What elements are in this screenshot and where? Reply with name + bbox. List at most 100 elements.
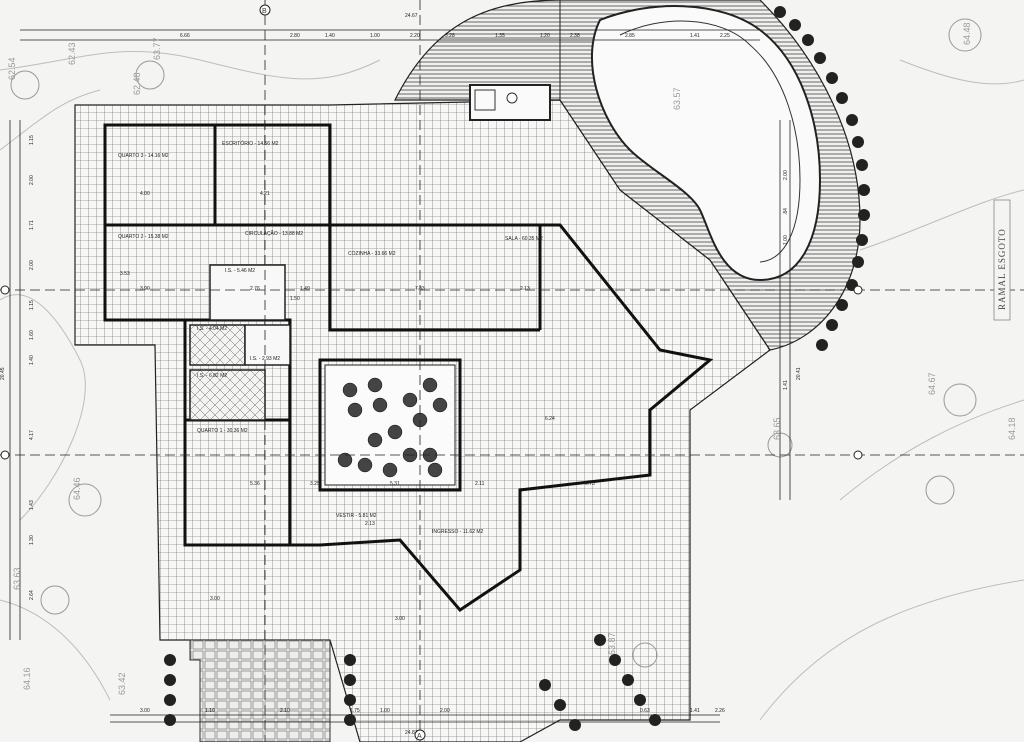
bathrooms: [189, 264, 291, 421]
right-dimension: 2.00: [783, 170, 789, 180]
room-is-293-label: I.S. - 2.93 M2: [250, 356, 280, 362]
room-ingresso-label: INGRESSO - 11.62 M2: [432, 529, 484, 535]
top-dimension: 1.41: [690, 33, 700, 39]
room-is-682-label: I.S. - 6.82 M2: [197, 373, 227, 379]
top-dimension: 3.28: [445, 33, 455, 39]
bottom-dimension: 0.63: [640, 708, 650, 714]
right-dimension: 1.41: [783, 380, 789, 390]
contour-elevation-label: 63.87: [607, 632, 617, 655]
contour-elevation-label: 63.42: [117, 672, 127, 695]
section-mark-b-top: B: [262, 8, 267, 15]
top-dimension: 1.00: [370, 33, 380, 39]
bottom-dimension: 3.00: [140, 708, 150, 714]
room-quarto2-label: QUARTO 2 - 15.38 M2: [118, 234, 169, 240]
ramal-esgoto-label: RAMAL ESGOTO: [997, 228, 1007, 310]
left-dimension: 2.00: [29, 260, 35, 270]
room-quarto1-label: QUARTO 1 - 30.36 M2: [197, 428, 248, 434]
inner-dimension: 5.73: [585, 481, 595, 487]
contour-elevation-label: 64.67: [927, 372, 937, 395]
pool-house: [469, 84, 551, 121]
bottom-dimension: 1.00: [380, 708, 390, 714]
inner-dimension: 1.49: [300, 286, 310, 292]
ramal-esgoto-stamp: RAMAL ESGOTO: [993, 199, 1011, 321]
room-is-404-label: I.S. - 4.04 M2: [197, 326, 227, 332]
bottom-dimension: 1.75: [350, 708, 360, 714]
contour-elevation-label: 63.57: [672, 87, 682, 110]
right-dimensions: 2.00.841.001.41: [783, 170, 789, 390]
top-dimension: 2.38: [570, 33, 580, 39]
bottom-total-dim: 24.87: [405, 730, 418, 736]
top-dimension: 1.20: [540, 33, 550, 39]
left-dimension: 1.15: [29, 135, 35, 145]
top-dimension: 1.35: [495, 33, 505, 39]
contour-elevation-label: 62.54: [7, 57, 17, 80]
contour-labels: 62.54 62.43 62.48 63.57 64.67 63.65 64.46 64.48…: [7, 22, 1017, 695]
inner-dimension: 4.00: [140, 191, 150, 197]
inner-dimension: 4.21: [260, 191, 270, 197]
contour-elevation-label: 63.63: [12, 567, 22, 590]
bottom-dimensions: 3.00 1.10 2.10 1.75 1.00 2.00 0.63 1.41 2.26: [140, 708, 725, 714]
left-dimension: 1.43: [29, 500, 35, 510]
bottom-dimension: 2.00: [440, 708, 450, 714]
room-escritorio-label: ESCRITÓRIO - 14.56 M2: [222, 140, 279, 147]
inner-dimension: 6.24: [545, 416, 555, 422]
inner-dimension: 3.25: [310, 481, 320, 487]
inner-dimension: 3.00: [210, 596, 220, 602]
pool: [591, 5, 822, 282]
top-dimension: 1.40: [325, 33, 335, 39]
room-quarto3-label: QUARTO 3 - 14.16 M2: [118, 153, 169, 159]
left-dimensions: 1.152.001.712.001.151.601.404.171.431.30…: [29, 135, 35, 600]
contour-elevation-label: 63.77: [152, 37, 162, 60]
trees: [164, 6, 870, 731]
bottom-dimension: 2.26: [715, 708, 725, 714]
inner-dimension: 3.90: [140, 286, 150, 292]
inner-dimension: 2.76: [250, 286, 260, 292]
top-dimension: 2.25: [720, 33, 730, 39]
inner-dimension: 1.50: [290, 296, 300, 302]
bottom-dimension: 2.10: [280, 708, 290, 714]
bottom-dimension: 1.10: [205, 708, 215, 714]
contour-elevation-label: 62.43: [67, 42, 77, 65]
contour-elevation-label: 64.16: [22, 667, 32, 690]
section-marks: B A: [0, 4, 863, 741]
room-vestir-label: VESTIR - 5.81 M2: [336, 513, 377, 519]
left-dimension: 1.71: [29, 220, 35, 230]
contour-lines: [0, 50, 1024, 721]
contour-elevation-label: 64.48: [962, 22, 972, 45]
right-total-dim: 20.41: [796, 367, 802, 380]
inner-dimension: 3.53: [120, 271, 130, 277]
right-dimension: .84: [783, 208, 789, 215]
inner-dimension: 2.11: [475, 481, 485, 487]
top-dimension: 2.20: [410, 33, 420, 39]
room-labels: QUARTO 3 - 14.16 M2 ESCRITÓRIO - 14.56 M…: [118, 140, 543, 535]
inner-dimension: 5.31: [390, 481, 400, 487]
contour-elevation-label: 64.18: [1007, 417, 1017, 440]
left-dimension: 4.17: [29, 430, 35, 440]
contour-elevation-label: 63.65: [772, 417, 782, 440]
contour-elevation-label: 64.46: [72, 477, 82, 500]
inner-dimension: 2.13: [520, 286, 530, 292]
room-is-546-label: I.S. - 5.46 M2: [225, 268, 255, 274]
dimension-texts: 24.67 24.87 20.45 20.41: [0, 13, 802, 736]
contour-elevation-label: 62.48: [132, 72, 142, 95]
left-dimension: 1.60: [29, 330, 35, 340]
inner-dimension: 2.13: [365, 521, 375, 527]
left-dimension: 1.30: [29, 535, 35, 545]
bottom-dimension: 1.41: [690, 708, 700, 714]
inner-dimension: 7.33: [415, 286, 425, 292]
top-dimension: 2.80: [290, 33, 300, 39]
courtyard: [324, 364, 456, 486]
inner-dimension: 3.00: [395, 616, 405, 622]
top-total-dim: 24.67: [405, 13, 418, 19]
top-dimension: 6.66: [180, 33, 190, 39]
room-cozinha-label: COZINHA - 33.66 M2: [348, 251, 396, 257]
left-dimension: 2.64: [29, 590, 35, 600]
left-dimension: 2.00: [29, 175, 35, 185]
section-mark-a-bottom: A: [417, 733, 422, 740]
left-dimension: 1.40: [29, 355, 35, 365]
room-sala-label: SALA - 60.35 M2: [505, 236, 543, 242]
